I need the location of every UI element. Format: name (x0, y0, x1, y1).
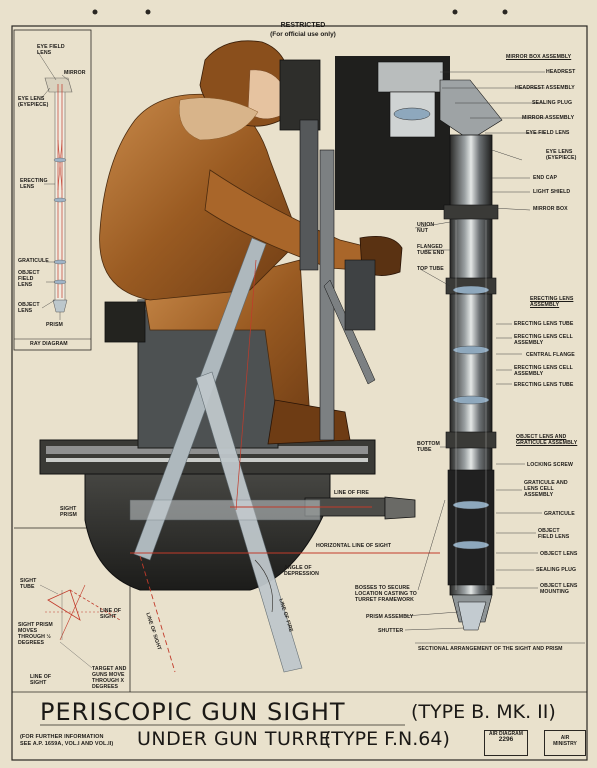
diagram-label: AIR DIAGRAM (489, 731, 523, 737)
label-sealing-plug: SEALING PLUG (532, 100, 573, 106)
title-main: PERISCOPIC GUN SIGHT (40, 698, 346, 726)
move-label-line-of-sight-2: LINE OF SIGHT (30, 674, 52, 686)
ray-label-graticule: GRATICULE (18, 258, 49, 264)
label-eye-field-lens-right: EYE FIELD LENS (526, 130, 570, 136)
sight-lines (130, 259, 440, 673)
label-erecting-lens-assembly: ERECTING LENS ASSEMBLY (530, 296, 574, 308)
label-erecting-lens-tube-2: ERECTING LENS TUBE (514, 382, 574, 388)
label-graticule-lens-cell: GRATICULE AND LENS CELL ASSEMBLY (524, 480, 568, 498)
label-end-cap: END CAP (533, 175, 558, 181)
ray-label-eye-field-lens: EYE FIELD LENS (37, 44, 65, 56)
restricted-note: (For official use only) (270, 31, 336, 38)
ray-label-object-field-lens: OBJECT FIELD LENS (18, 270, 40, 288)
sight-tubes (129, 237, 321, 673)
label-headrest: HEADREST (546, 69, 576, 75)
footer-info-line1: (FOR FURTHER INFORMATION (20, 734, 104, 740)
label-erecting-lens-cell-2: ERECTING LENS CELL ASSEMBLY (514, 365, 573, 377)
move-label-target-guns: TARGET AND GUNS MOVE THROUGH X DEGREES (92, 666, 127, 690)
label-shutter: SHUTTER (378, 628, 404, 634)
ray-label-object-lens: OBJECT LENS (18, 302, 40, 314)
label-sectional-caption: SECTIONAL ARRANGEMENT OF THE SIGHT AND P… (418, 646, 563, 652)
label-angle-of-depression: ANGLE OF DEPRESSION (284, 565, 320, 577)
sectional-sight (335, 56, 585, 644)
label-flanged-tube-end: FLANGED TUBE END (417, 244, 445, 256)
ray-label-eye-lens: EYE LENS (EYEPIECE) (18, 96, 49, 108)
label-top-tube: TOP TUBE (417, 266, 444, 272)
label-mirror-assembly: MIRROR ASSEMBLY (522, 115, 575, 121)
move-label-sight-tube: SIGHT TUBE (20, 578, 37, 590)
authority-line2: MINISTRY (553, 741, 577, 747)
label-union-nut: UNION NUT (417, 222, 435, 234)
label-object-lens-graticule-assembly: OBJECT LENS AND GRATICULE ASSEMBLY (516, 434, 578, 446)
footer-info-line2: SEE A.P. 1659A, VOL.I AND VOL.II) (20, 741, 114, 747)
outer-border (11, 25, 588, 761)
sight-mechanism (279, 59, 376, 441)
label-central-flange: CENTRAL FLANGE (526, 352, 575, 358)
ray-label-mirror: MIRROR (64, 70, 86, 76)
label-object-field-lens-right: OBJECT FIELD LENS (538, 528, 570, 540)
restricted-heading: RESTRICTED (280, 22, 326, 29)
label-eye-lens-right: EYE LENS (EYEPIECE) (546, 149, 577, 161)
title-sub: UNDER GUN TURRET (137, 728, 344, 750)
title-type-sub: (TYPE F.N.64) (324, 728, 450, 750)
label-line-of-fire: LINE OF FIRE (334, 490, 369, 496)
label-erecting-lens-tube: ERECTING LENS TUBE (514, 321, 574, 327)
ray-label-erecting-lens: ERECTING LENS (20, 178, 48, 190)
label-mirror-box-assembly: MIRROR BOX ASSEMBLY (506, 54, 572, 60)
label-object-lens-mounting: OBJECT LENS MOUNTING (540, 583, 578, 595)
authority-stamp: AIR MINISTRY (544, 730, 586, 756)
label-bosses: BOSSES TO SECURE LOCATION CASTING TO TUR… (355, 585, 417, 603)
label-headrest-assembly: HEADREST ASSEMBLY (515, 85, 575, 91)
label-prism-assembly: PRISM ASSEMBLY (366, 614, 414, 620)
label-graticule-right: GRATICULE (544, 511, 575, 517)
ray-diagram-title: RAY DIAGRAM (30, 341, 68, 347)
label-sealing-plug-2: SEALING PLUG (536, 567, 577, 573)
label-erecting-lens-cell: ERECTING LENS CELL ASSEMBLY (514, 334, 573, 346)
ray-diagram (13, 29, 92, 351)
move-label-prism-moves: SIGHT PRISM MOVES THROUGH ½ DEGREES (18, 622, 53, 646)
authority-line1: AIR (560, 735, 570, 741)
move-label-line-of-sight: LINE OF SIGHT (100, 608, 122, 620)
label-object-lens-right: OBJECT LENS (540, 551, 578, 557)
label-bottom-tube: BOTTOM TUBE (417, 441, 440, 453)
diagram-number-stamp: AIR DIAGRAM 2296 (484, 730, 528, 756)
ray-label-prism: PRISM (46, 322, 63, 328)
label-mirror-box: MIRROR BOX (533, 206, 568, 212)
label-light-shield: LIGHT SHIELD (533, 189, 571, 195)
title-type-main: (TYPE B. MK. II) (411, 701, 556, 723)
label-sight-prism: SIGHT PRISM (60, 506, 77, 518)
diagram-number: 2296 (498, 736, 514, 743)
label-locking-screw: LOCKING SCREW (527, 462, 573, 468)
label-horizontal-los: HORIZONTAL LINE OF SIGHT (316, 543, 392, 549)
